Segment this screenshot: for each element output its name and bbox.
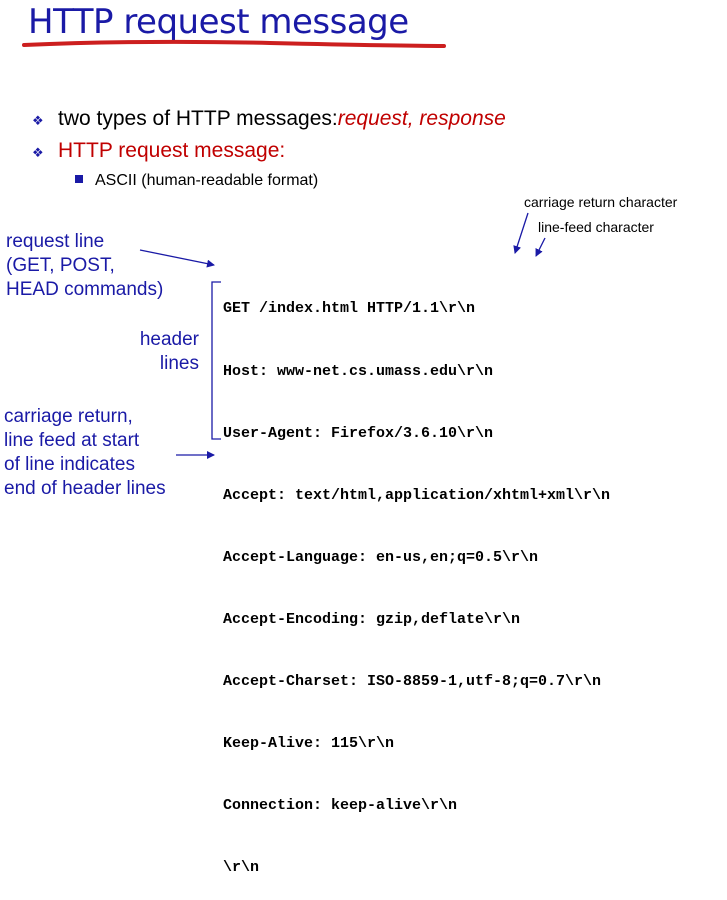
- header-line: Keep-Alive: 115\r\n: [223, 735, 395, 753]
- title-underline: [22, 39, 446, 48]
- sub-bullet-text: ASCII (human-readable format): [95, 172, 319, 189]
- diamond-bullet-icon: ❖: [32, 113, 44, 128]
- crlf-label: carriage return, line feed at start of l…: [4, 405, 166, 501]
- header-line: Accept-Encoding: gzip,deflate\r\n: [223, 610, 521, 628]
- sub-bullet-ascii: ASCII (human-readable format): [75, 172, 318, 190]
- header-line: Host: www-net.cs.umass.edu\r\n: [223, 362, 494, 380]
- bullet-request-message: ❖ HTTP request message:: [32, 139, 285, 163]
- diamond-bullet-icon: ❖: [32, 145, 44, 160]
- label-line: end of header lines: [4, 478, 166, 499]
- label-line: of line indicates: [4, 454, 135, 475]
- diagram-arrows: [139, 212, 546, 459]
- line-feed-arrow: [535, 237, 546, 257]
- header-line: Accept: text/html,application/xhtml+xml\…: [223, 486, 611, 504]
- label-line: lines: [159, 353, 199, 374]
- label-line: request line: [6, 231, 105, 252]
- bullet-emphasis: request, response: [337, 107, 506, 130]
- header-line: Connection: keep-alive\r\n: [223, 797, 458, 815]
- bullet-message-types: ❖ two types of HTTP messages: request, r…: [32, 107, 506, 131]
- carriage-return-arrow: [513, 212, 529, 254]
- bullet-text: HTTP request message:: [58, 139, 286, 162]
- bullet-text: two types of HTTP messages:: [58, 107, 338, 130]
- header-line: Accept-Language: en-us,en;q=0.5\r\n: [223, 548, 539, 566]
- label-line: header: [139, 329, 199, 350]
- header-lines-bracket: [211, 281, 221, 440]
- request-line-arrow: [139, 249, 215, 268]
- line-feed-annotation: line-feed character: [538, 219, 654, 235]
- label-line: line feed at start: [4, 430, 140, 451]
- blank-crlf-line: \r\n: [223, 859, 260, 877]
- carriage-return-annotation: carriage return character: [524, 194, 678, 210]
- square-bullet-icon: [75, 175, 83, 183]
- header-line: User-Agent: Firefox/3.6.10\r\n: [223, 424, 494, 442]
- label-line: HEAD commands): [6, 279, 164, 300]
- header-lines-label: header lines: [132, 328, 199, 376]
- header-line: Accept-Charset: ISO-8859-1,utf-8;q=0.7\r…: [223, 672, 602, 690]
- label-line: (GET, POST,: [6, 255, 115, 276]
- label-line: carriage return,: [4, 406, 133, 427]
- slide-title: HTTP request message: [28, 2, 409, 42]
- request-line-label: request line (GET, POST, HEAD commands): [6, 230, 163, 302]
- request-line: GET /index.html HTTP/1.1\r\n: [223, 300, 476, 318]
